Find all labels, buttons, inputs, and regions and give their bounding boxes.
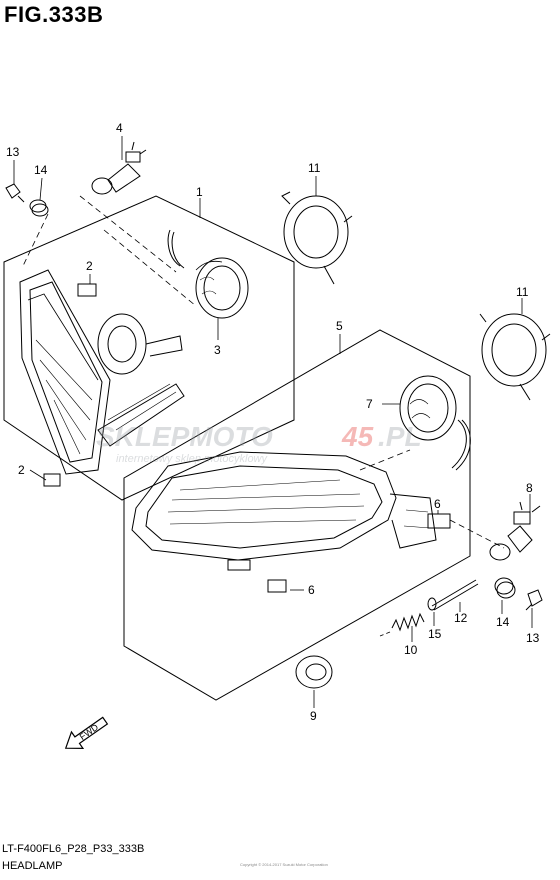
headlamp-housing-lower <box>131 451 451 593</box>
washer-15 <box>427 597 437 611</box>
callout-9: 9 <box>310 709 317 723</box>
callout-15: 15 <box>428 627 442 641</box>
callout-6-upper: 6 <box>434 497 441 511</box>
callout-8: 8 <box>526 481 533 495</box>
watermark: SKLEPMOTO 45 .PL internetowy sklep motoc… <box>96 421 422 465</box>
grommet-14-upper <box>29 199 49 217</box>
callout-14-lower: 14 <box>496 615 510 629</box>
callout-2-upper: 2 <box>86 259 93 273</box>
callout-12: 12 <box>454 611 468 625</box>
headlamp-bulb-4 <box>91 141 147 195</box>
bulb-socket-7 <box>399 375 471 471</box>
fwd-arrow-icon: FWD <box>64 716 109 749</box>
grommet-14-lower <box>494 577 516 599</box>
callouts: 4 13 14 1 11 2 3 5 11 7 2 8 6 6 12 14 15… <box>6 121 540 723</box>
watermark-brand-tld: .PL <box>378 421 422 452</box>
callout-6-lower: 6 <box>308 583 315 597</box>
figure-title: FIG.333B <box>4 2 104 27</box>
callout-13-upper: 13 <box>6 145 20 159</box>
bulb-socket-3 <box>167 229 249 319</box>
screw-13-lower <box>525 589 543 611</box>
headlamp-bulb-8 <box>489 501 541 561</box>
callout-14-upper: 14 <box>34 163 48 177</box>
callout-1: 1 <box>196 185 203 199</box>
assembly-1-box <box>3 195 295 501</box>
assembly-5-box <box>123 329 471 701</box>
retaining-ring-11-upper <box>281 191 353 285</box>
adjuster-screw-12 <box>431 579 479 611</box>
footer-name: HEADLAMP <box>2 860 63 872</box>
callout-11-lower: 11 <box>516 285 529 299</box>
leader-lines <box>13 136 533 708</box>
callout-2-lower: 2 <box>18 463 25 477</box>
rubber-ring-9 <box>295 655 333 689</box>
callout-3: 3 <box>214 343 221 357</box>
watermark-tagline: internetowy sklep motocyklowy <box>116 453 269 465</box>
spring-10 <box>391 612 425 632</box>
watermark-brand-num: 45 <box>341 421 374 452</box>
callout-10: 10 <box>404 643 418 657</box>
copyright: Copyright © 2014-2017 Suzuki Motor Corpo… <box>240 862 328 867</box>
footer-code: LT-F400FL6_P28_P33_333B <box>2 843 145 855</box>
watermark-brand-main: SKLEPMOTO <box>96 421 273 452</box>
callout-13-lower: 13 <box>526 631 540 645</box>
retaining-ring-11-lower <box>479 313 551 401</box>
callout-7: 7 <box>366 397 373 411</box>
screw-13-upper <box>5 183 25 203</box>
headlamp-housing-upper <box>19 269 185 487</box>
callout-5: 5 <box>336 319 343 333</box>
callout-4: 4 <box>116 121 123 135</box>
callout-11-upper: 11 <box>308 161 321 175</box>
